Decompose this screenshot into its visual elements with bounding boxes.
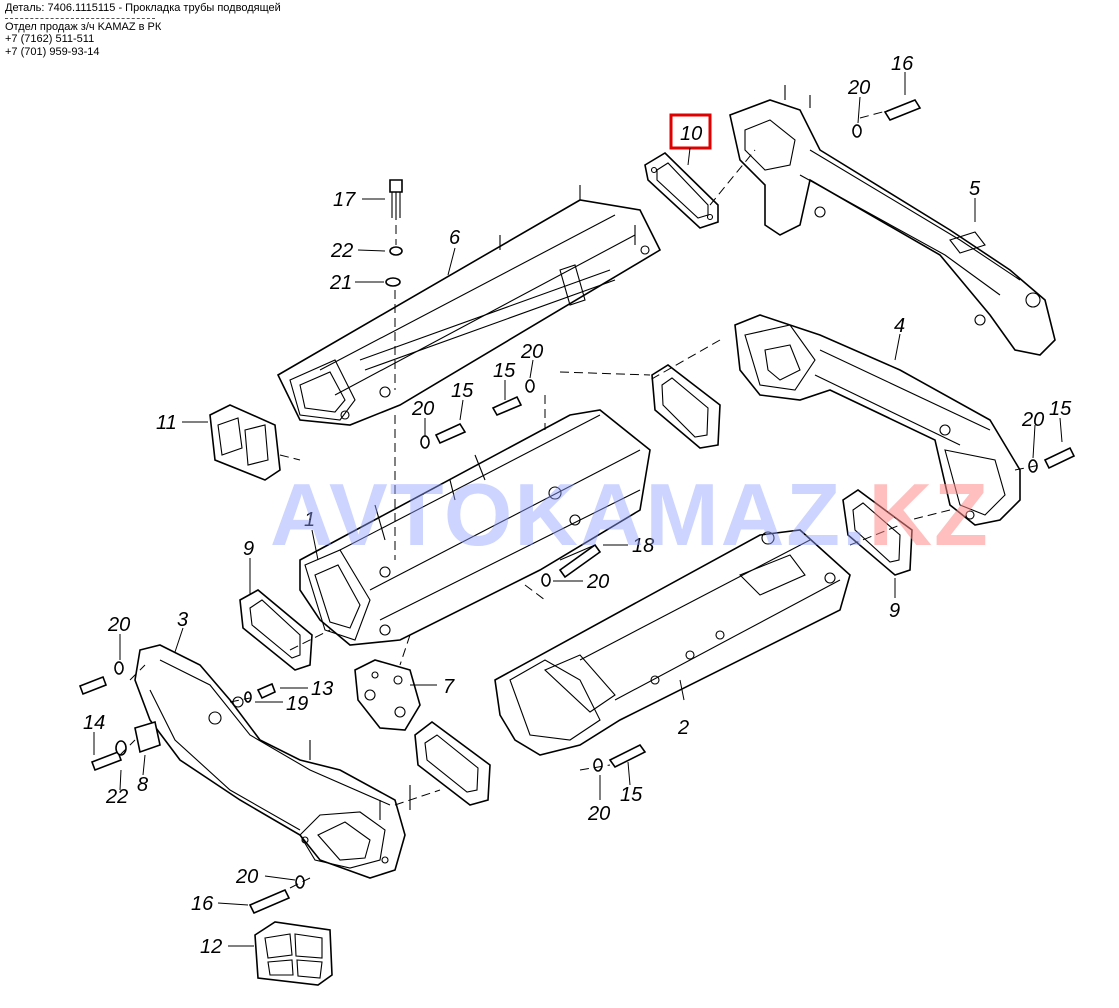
label-20-bottom: 20: [235, 866, 258, 888]
part-9-gasket-left: [239, 589, 313, 671]
part-11-gasket: [209, 404, 281, 481]
label-20-bottom-mid: 20: [587, 803, 610, 825]
label-16-top: 16: [891, 53, 914, 75]
label-10: 10: [680, 123, 702, 145]
label-17: 17: [333, 189, 356, 211]
label-15-bottom: 15: [620, 784, 643, 806]
watermark: AVTOKAMAZ.KZ: [270, 465, 990, 564]
sales-department: Отдел продаж з/ч KAMAZ в РК: [5, 20, 162, 33]
label-21: 21: [329, 272, 352, 294]
label-14: 14: [83, 712, 105, 734]
label-15-left: 15: [493, 360, 516, 382]
phone-1: +7 (7162) 511-511: [5, 33, 95, 45]
label-8: 8: [137, 774, 148, 796]
label-4: 4: [894, 315, 905, 337]
label-22-top: 22: [330, 240, 353, 262]
label-22-bottom: 22: [105, 786, 128, 808]
part-3-pipe: [134, 644, 411, 879]
part-1-manifold: [299, 409, 651, 646]
part-12-gasket: [254, 921, 333, 986]
highlight-box: [669, 113, 712, 150]
header-info: Деталь: 7406.1115115 - Прокладка трубы п…: [5, 2, 281, 58]
label-6: 6: [449, 227, 461, 249]
part-7-flange: [354, 659, 421, 731]
label-9-left: 9: [243, 538, 254, 560]
label-15-mid: 15: [451, 380, 474, 402]
label-19: 19: [286, 693, 308, 715]
phone-2: +7 (701) 959-93-14: [5, 45, 100, 58]
label-20-lower-left: 20: [107, 614, 130, 636]
gasket-lower-mid: [414, 720, 491, 806]
label-2: 2: [677, 717, 689, 739]
part-4-pipe: [734, 314, 1021, 526]
label-20-right: 20: [1021, 409, 1044, 431]
label-9-right: 9: [889, 600, 900, 622]
leader-lines: [93, 72, 1063, 947]
label-7: 7: [443, 676, 455, 698]
label-20-top: 20: [847, 77, 870, 99]
label-13: 13: [311, 678, 333, 700]
label-20-left: 20: [411, 398, 434, 420]
part-2-manifold: [494, 529, 851, 756]
label-11: 11: [156, 412, 177, 434]
assembly-lines: [119, 109, 1041, 889]
label-1: 1: [304, 509, 315, 531]
part-9-gasket-right: [842, 489, 913, 576]
label-20-c18: 20: [586, 571, 609, 593]
label-5: 5: [969, 178, 981, 200]
label-18: 18: [632, 535, 654, 557]
detail-line: Деталь: 7406.1115115 - Прокладка трубы п…: [5, 2, 281, 14]
part-10-gasket: [644, 151, 719, 229]
label-15-right: 15: [1049, 398, 1072, 420]
watermark-suffix: KZ: [869, 465, 990, 564]
divider: [5, 17, 155, 19]
label-16-bottom: 16: [191, 893, 214, 915]
label-12: 12: [200, 936, 222, 958]
part-6-manifold: [276, 185, 662, 426]
part-5-pipe: [729, 85, 1056, 356]
callout-labels: 10 16 20 5 17 6 22 21 20 15 15 20 11 4 1…: [83, 53, 1072, 958]
label-20-mid: 20: [520, 341, 543, 363]
gasket-upper-right: [651, 364, 721, 449]
label-3: 3: [177, 609, 188, 631]
watermark-main: AVTOKAMAZ.: [270, 465, 869, 564]
